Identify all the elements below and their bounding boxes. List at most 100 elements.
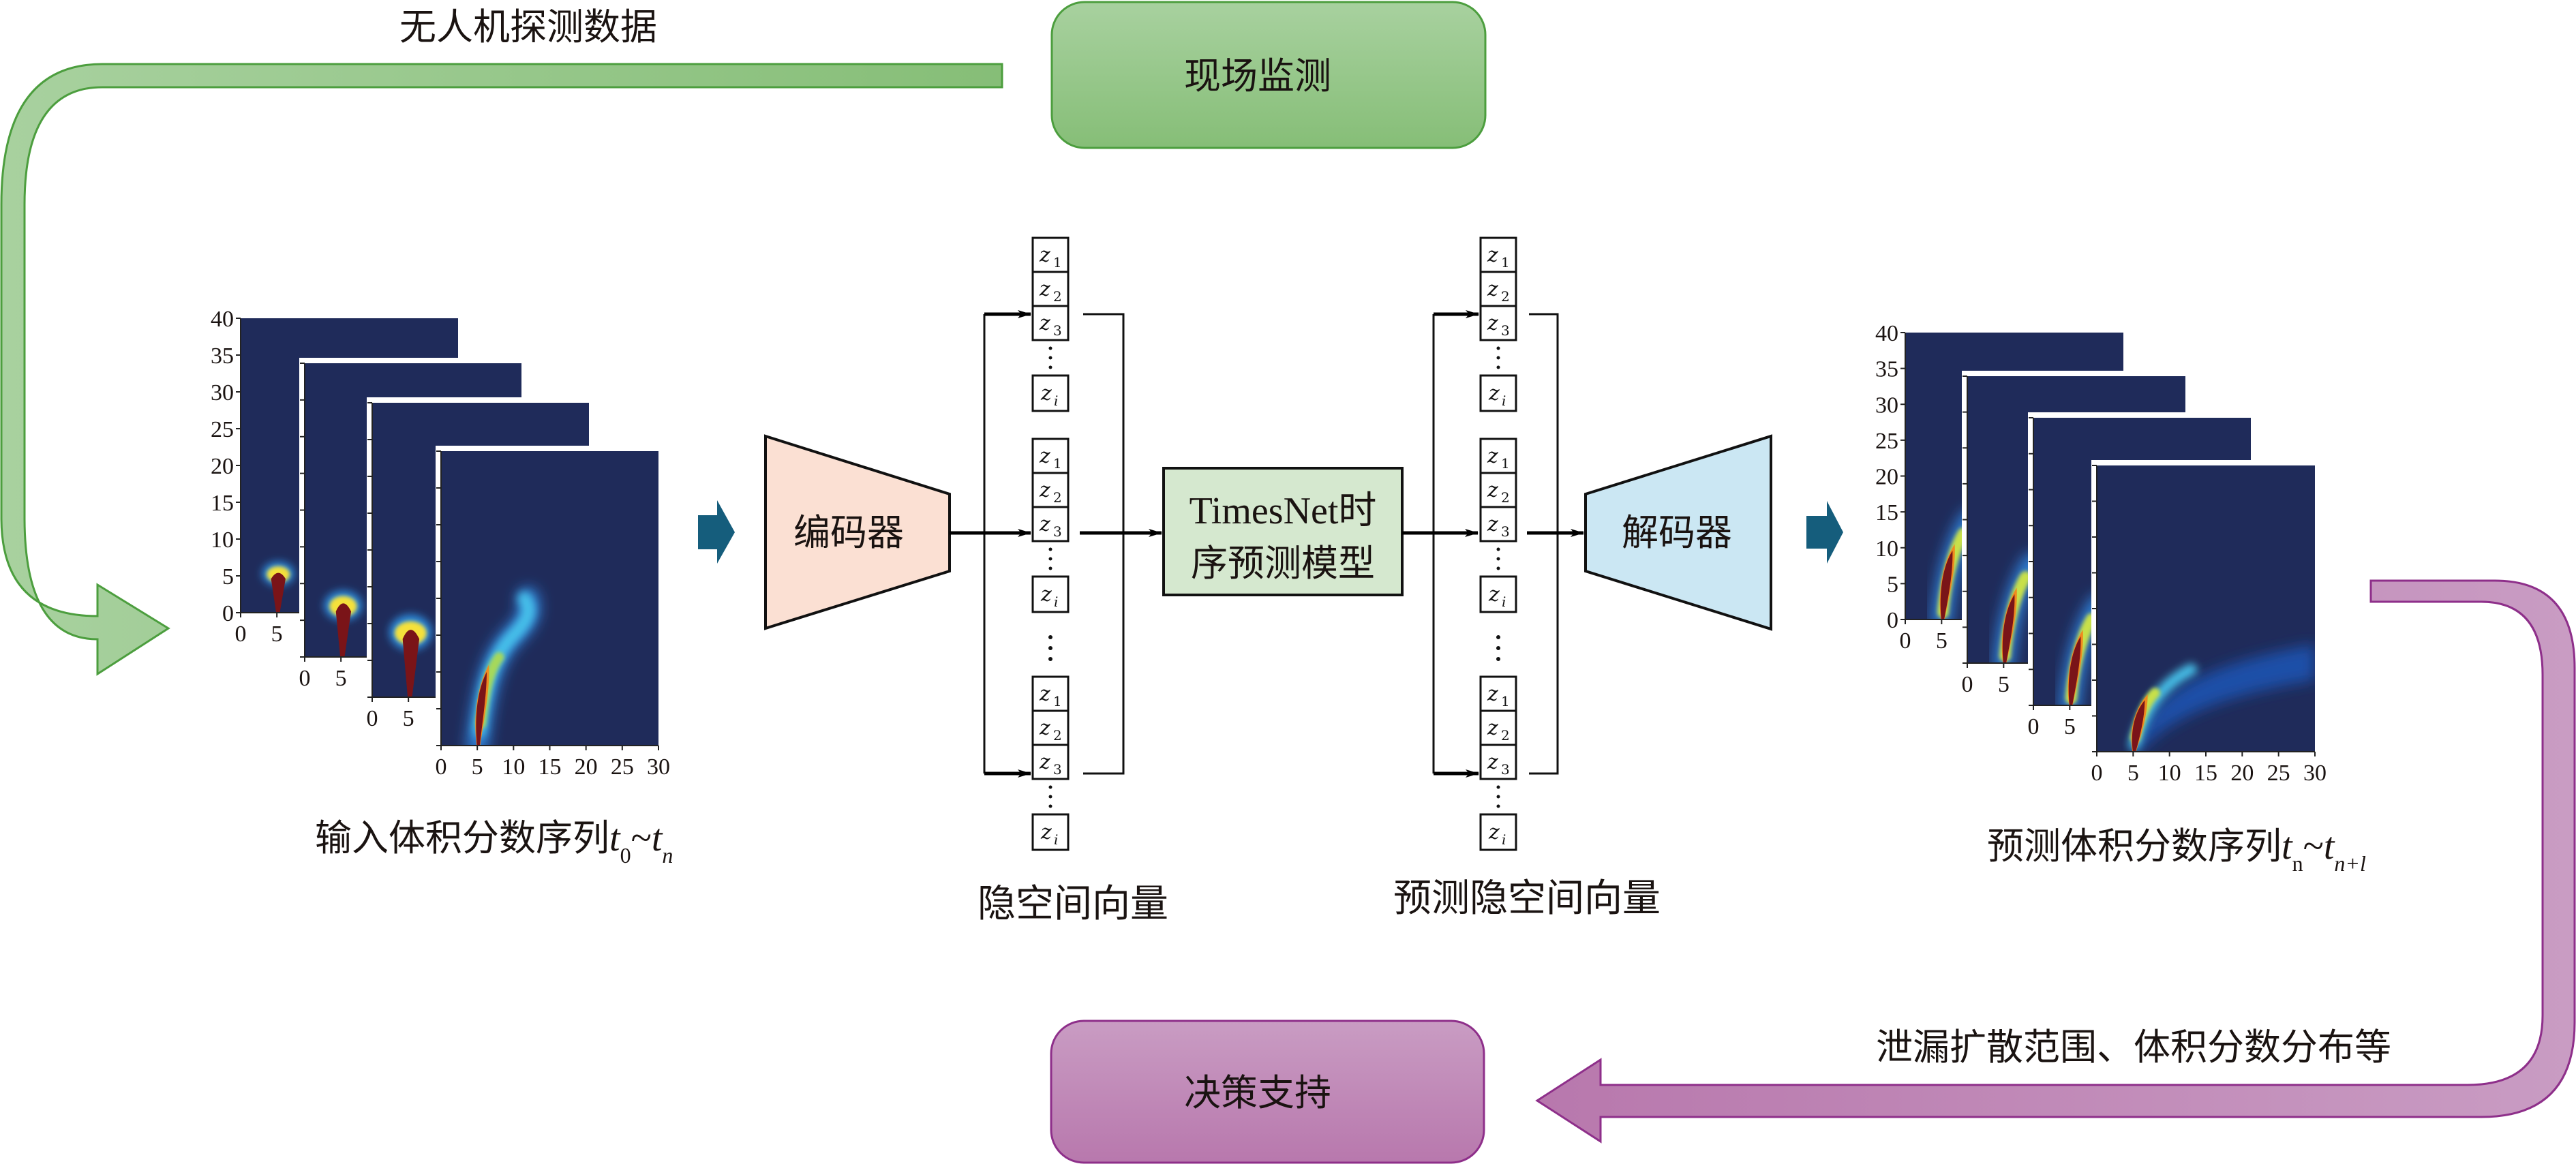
plume-spread	[2133, 644, 2315, 752]
y-tick-label: 10	[1875, 536, 1898, 562]
latent-cell-label: z	[1487, 682, 1498, 706]
plume	[324, 591, 363, 657]
x-tick-label: 30	[647, 754, 670, 780]
latent-cell-box	[1479, 271, 1517, 307]
y-tick-label: 15	[211, 491, 234, 516]
collect-bracket	[1529, 313, 1559, 775]
y-tick-label: 25	[1875, 429, 1898, 454]
top-feedback-arrow	[0, 63, 1003, 676]
latent-cell-subscript: i	[1502, 393, 1506, 409]
latent-cell-subscript: 1	[1053, 455, 1062, 472]
decision-support-box[interactable]: 决策支持	[1050, 1020, 1485, 1164]
latent-cell-subscript: 3	[1053, 322, 1062, 339]
x-tick-label: 15	[2194, 761, 2217, 786]
latent-cell-subscript: 3	[1053, 761, 1062, 778]
plume-core	[402, 630, 420, 697]
output-sequence-caption: 预测体积分数序列tn~tn+l	[1987, 825, 2366, 876]
input-caption-tn: t	[652, 817, 663, 859]
site-monitoring-box[interactable]: 现场监测	[1050, 1, 1487, 149]
x-tick-label: 10	[2158, 761, 2181, 786]
latent-cell-label: z	[1488, 583, 1500, 607]
y-tick-label: 35	[211, 343, 234, 369]
x-tick-label: 0	[367, 706, 378, 731]
latent-cell-subscript: 3	[1501, 761, 1510, 778]
latent-cell-label: z	[1039, 444, 1050, 468]
latent-caption: 隐空间向量	[978, 882, 1168, 926]
latent-cell-label: z	[1039, 512, 1050, 536]
encoder-block[interactable]: 编码器	[764, 434, 951, 630]
plume	[2128, 644, 2315, 752]
input-caption-subn: n	[662, 843, 673, 868]
plume-core	[2068, 636, 2081, 705]
latent-cell-box	[1031, 271, 1070, 307]
x-tick-label: 10	[502, 754, 525, 780]
decoder-block[interactable]: 解码器	[1584, 434, 1772, 631]
x-tick-label: 15	[539, 754, 562, 780]
input-caption-sub0: 0	[620, 843, 631, 868]
vdots-icon	[1048, 547, 1052, 551]
latent-cell-subscript: i	[1054, 594, 1058, 610]
x-tick-label: 20	[2230, 761, 2254, 786]
vdots-icon	[1048, 795, 1052, 799]
vdots-icon	[1496, 547, 1500, 551]
timesnet-model-block[interactable]: TimesNet时 序预测模型	[1162, 467, 1404, 596]
latent-cell-label: z	[1039, 277, 1050, 301]
latent-cell-box	[1479, 709, 1517, 746]
x-tick-label: 5	[1936, 628, 1948, 654]
decision-support-label: 决策支持	[1184, 1071, 1331, 1114]
plume-core	[335, 603, 352, 657]
latent-cell-label: z	[1039, 716, 1050, 740]
latent-cell-box	[1479, 675, 1517, 712]
latent-cell-label: z	[1488, 382, 1500, 405]
y-tick-label: 15	[1875, 500, 1898, 525]
latent-cell-box	[1031, 675, 1070, 712]
plume-core	[476, 672, 487, 746]
vdots-icon	[1048, 566, 1052, 570]
latent-cell-subscript: i	[1054, 831, 1058, 848]
x-tick-label: 25	[2267, 761, 2290, 786]
flow-arrow-right-icon	[1806, 501, 1843, 564]
output-caption-subn: n	[2292, 851, 2303, 876]
vdots-icon	[1048, 635, 1052, 639]
vdots-icon	[1048, 346, 1052, 350]
plume	[389, 615, 432, 697]
latent-cell-box	[1031, 438, 1070, 474]
x-tick-label: 5	[2064, 714, 2076, 739]
y-tick-label: 40	[1875, 321, 1898, 346]
latent-cell-subscript: 1	[1053, 693, 1062, 709]
vdots-icon	[1048, 657, 1052, 661]
x-tick-label: 0	[235, 622, 247, 647]
latent-cell-subscript: 1	[1501, 693, 1510, 709]
plume-core	[1940, 550, 1953, 619]
vdots-icon	[1496, 804, 1500, 808]
latent-cell-box	[1031, 236, 1070, 273]
latent-cell-subscript: i	[1502, 831, 1506, 848]
input-caption-tilde: ~	[631, 817, 652, 859]
latent-cell-label: z	[1487, 311, 1498, 335]
latent-cell-subscript: 2	[1501, 489, 1510, 506]
latent-cell-box	[1479, 305, 1517, 341]
x-tick-label: 25	[611, 754, 634, 780]
plume	[466, 587, 541, 746]
